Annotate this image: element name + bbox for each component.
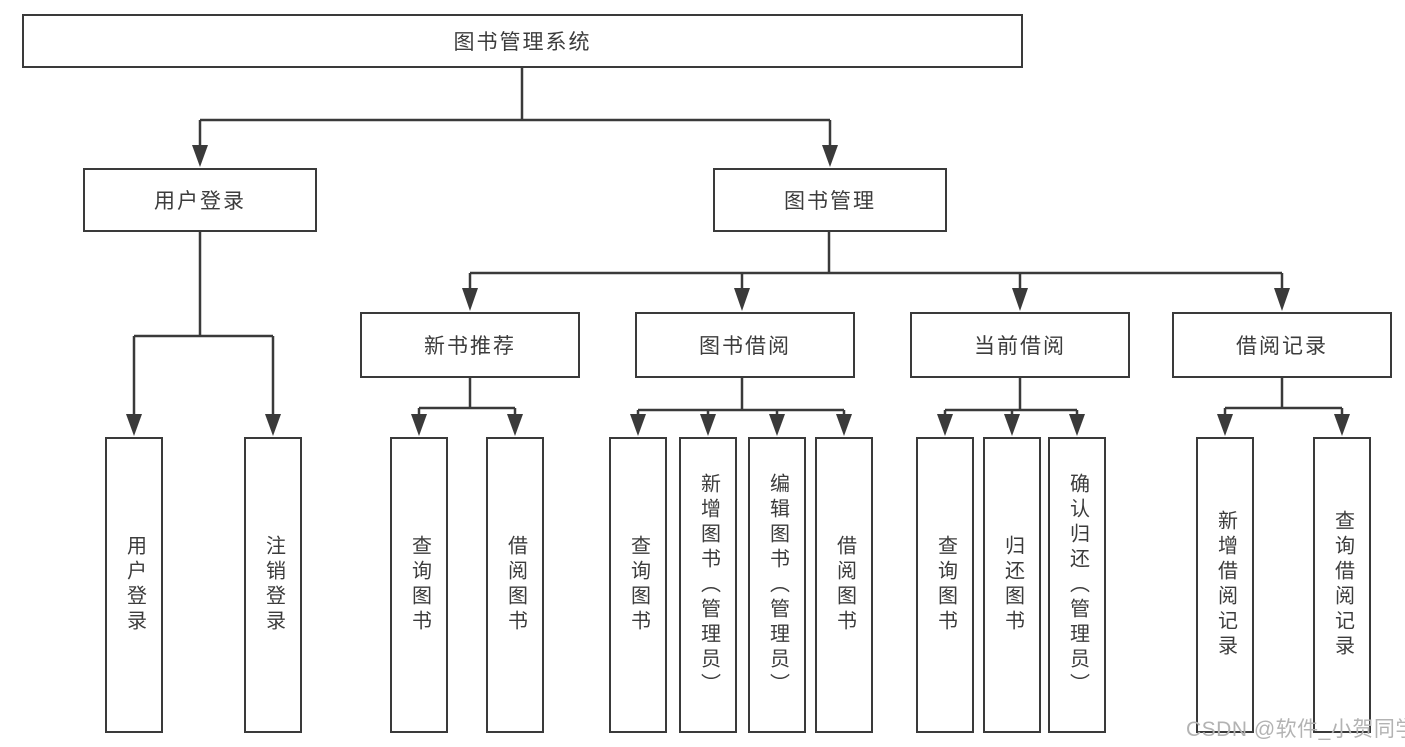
- edge-newbook-to-leaves: [417, 378, 517, 418]
- node-label: 确认归还（管理员）: [1066, 472, 1089, 698]
- node-label: 注销登录: [262, 535, 285, 635]
- arrowhead-icon: [1069, 414, 1085, 436]
- arrowhead-icon: [192, 145, 208, 167]
- arrowhead-icon: [1012, 288, 1028, 311]
- node-label: 用户登录: [154, 190, 246, 213]
- edge-userlogin-to-leaves: [132, 232, 275, 418]
- arrowhead-icon: [1217, 414, 1233, 436]
- edge-current-to-leaves: [943, 378, 1079, 418]
- arrowhead-icon: [1334, 414, 1350, 436]
- leaf-user-login: 用户登录: [105, 437, 163, 733]
- arrowheads: [126, 145, 1350, 436]
- node-label: 当前借阅: [974, 335, 1066, 358]
- arrowhead-icon: [836, 414, 852, 436]
- arrowhead-icon: [1004, 414, 1020, 436]
- node-book-management: 图书管理: [713, 168, 947, 232]
- node-label: 图书管理: [784, 190, 876, 213]
- node-label: 新增图书（管理员）: [697, 472, 720, 698]
- node-label: 借阅图书: [833, 535, 856, 635]
- leaf-add-borrow-record: 新增借阅记录: [1196, 437, 1254, 733]
- leaf-return-book: 归还图书: [983, 437, 1041, 733]
- leaf-borrow-books-2: 借阅图书: [815, 437, 873, 733]
- node-label: 新增借阅记录: [1214, 510, 1237, 660]
- node-label: 查询借阅记录: [1331, 510, 1354, 660]
- arrowhead-icon: [769, 414, 785, 436]
- arrowhead-icon: [1274, 288, 1290, 311]
- leaf-query-books-1: 查询图书: [390, 437, 448, 733]
- arrowhead-icon: [822, 145, 838, 167]
- arrowhead-icon: [734, 288, 750, 311]
- node-label: 借阅图书: [504, 535, 527, 635]
- node-user-login: 用户登录: [83, 168, 317, 232]
- edge-records-to-leaves: [1223, 378, 1344, 418]
- leaf-edit-book-admin: 编辑图书（管理员）: [748, 437, 806, 733]
- leaf-borrow-books-1: 借阅图书: [486, 437, 544, 733]
- arrowhead-icon: [700, 414, 716, 436]
- arrowhead-icon: [411, 414, 427, 436]
- node-label: 图书管理系统: [453, 31, 592, 54]
- node-label: 查询图书: [627, 535, 650, 635]
- leaf-query-books-3: 查询图书: [916, 437, 974, 733]
- node-label: 图书借阅: [699, 335, 791, 358]
- leaf-logout: 注销登录: [244, 437, 302, 733]
- leaf-query-borrow-record: 查询借阅记录: [1313, 437, 1371, 733]
- arrowhead-icon: [507, 414, 523, 436]
- node-label: 查询图书: [408, 535, 431, 635]
- node-book-borrow: 图书借阅: [635, 312, 855, 378]
- edge-bookmgmt-to-level3: [468, 232, 1284, 291]
- node-label: 新书推荐: [424, 335, 516, 358]
- node-label: 用户登录: [123, 535, 146, 635]
- csdn-watermark: CSDN @软件_小贺同学: [1186, 718, 1405, 741]
- arrowhead-icon: [937, 414, 953, 436]
- leaf-query-books-2: 查询图书: [609, 437, 667, 733]
- node-label: 编辑图书（管理员）: [766, 472, 789, 698]
- leaf-confirm-return-admin: 确认归还（管理员）: [1048, 437, 1106, 733]
- arrowhead-icon: [462, 288, 478, 311]
- node-label: 归还图书: [1001, 535, 1024, 635]
- tree-edges: [132, 68, 1344, 418]
- node-borrow-records: 借阅记录: [1172, 312, 1392, 378]
- node-label: 查询图书: [934, 535, 957, 635]
- node-new-book-recommend: 新书推荐: [360, 312, 580, 378]
- arrowhead-icon: [265, 414, 281, 436]
- node-root-system: 图书管理系统: [22, 14, 1023, 68]
- arrowhead-icon: [630, 414, 646, 436]
- leaf-add-book-admin: 新增图书（管理员）: [679, 437, 737, 733]
- node-label: 借阅记录: [1236, 335, 1328, 358]
- edge-borrow-to-leaves: [636, 378, 846, 418]
- node-current-borrow: 当前借阅: [910, 312, 1130, 378]
- edge-root-to-level2: [198, 68, 832, 148]
- arrowhead-icon: [126, 414, 142, 436]
